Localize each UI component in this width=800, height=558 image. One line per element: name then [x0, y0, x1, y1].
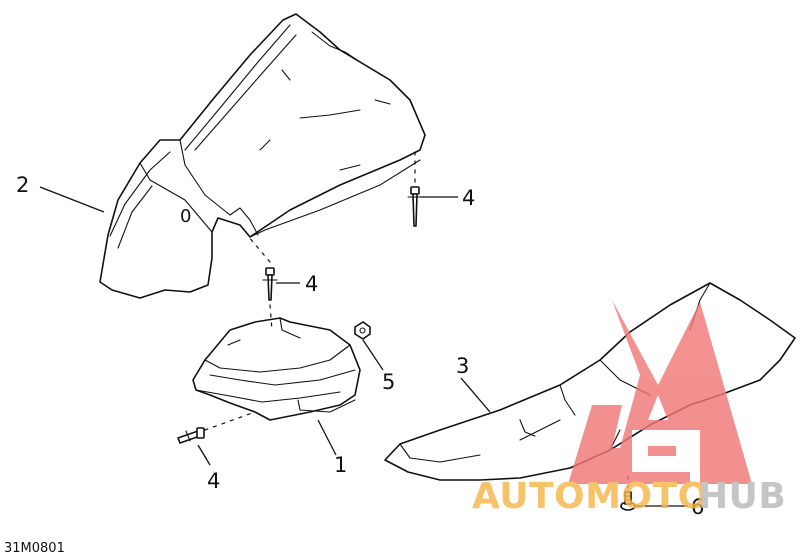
part-2-upper-panel — [99, 13, 426, 299]
reference-code: 31M0801 — [4, 541, 65, 556]
callout-4-lower-left: 4 — [207, 469, 220, 493]
callout-5: 5 — [382, 370, 395, 394]
part-4-rivet-lower-left — [177, 427, 205, 444]
leader-lines — [39, 186, 688, 507]
part-1-lower-tray — [192, 317, 361, 421]
part-4-rivet-middle — [262, 267, 278, 301]
inner-mark: 0 — [180, 206, 191, 227]
callout-2: 2 — [16, 173, 29, 197]
callout-6: 6 — [691, 495, 704, 519]
callout-labels: 1 2 3 4 4 4 5 6 0 — [16, 173, 704, 519]
watermark-logo: AUTOMOTO HUB — [472, 300, 786, 517]
part-5-nut — [354, 321, 371, 340]
callout-4-upper-right: 4 — [462, 186, 475, 210]
callout-4-middle: 4 — [305, 272, 318, 296]
watermark-triangle-mark — [568, 300, 752, 484]
watermark-brand-suffix: HUB — [698, 476, 786, 517]
part-6-screw — [620, 491, 636, 511]
part-4-rivet-upper-right — [407, 186, 423, 227]
callout-1: 1 — [334, 453, 347, 477]
watermark-brand-prefix: AUTOMOTO — [472, 476, 709, 517]
callout-3: 3 — [456, 354, 469, 378]
